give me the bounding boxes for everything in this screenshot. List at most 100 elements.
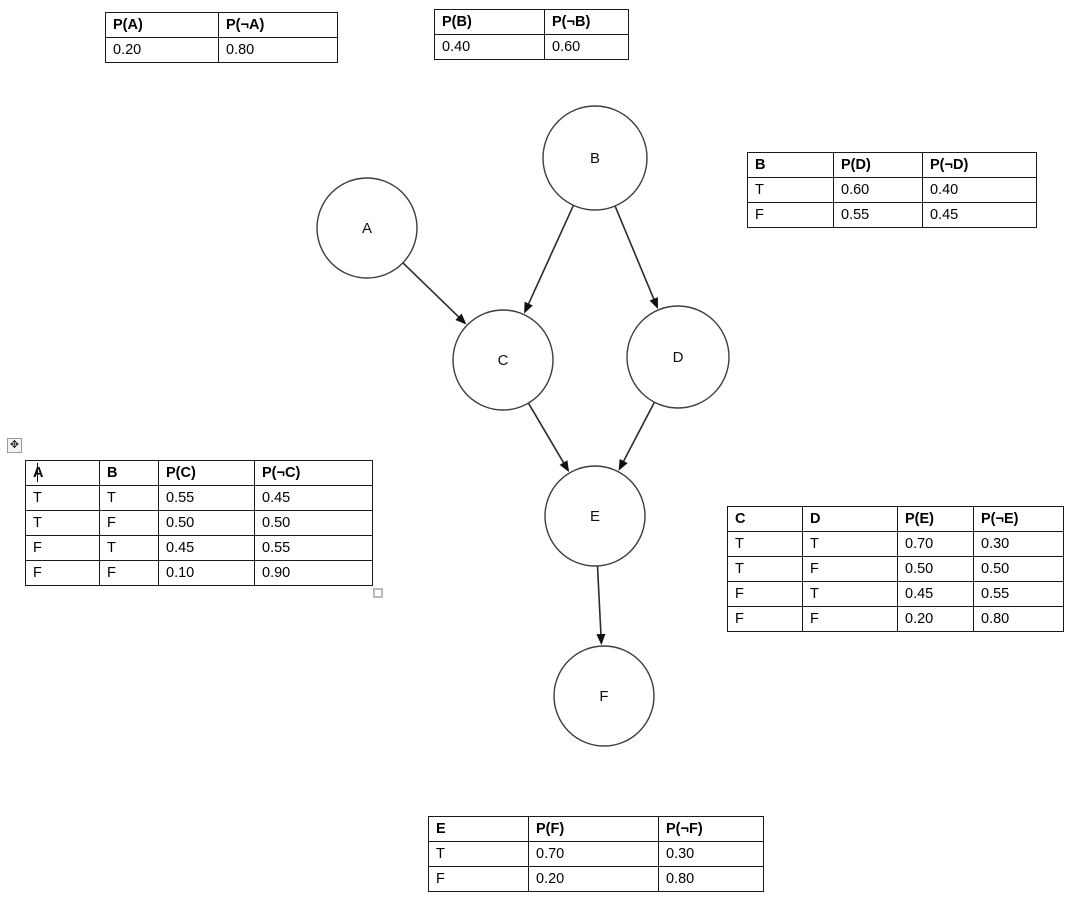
node-circle[interactable] (626, 305, 730, 409)
node-circle[interactable] (452, 309, 554, 411)
column-header: P(D) (833, 152, 923, 178)
column-header: P(¬D) (922, 152, 1037, 178)
table-cell[interactable]: 0.30 (973, 531, 1064, 557)
network-node-d[interactable]: D (626, 305, 730, 409)
table-cell[interactable]: 0.45 (254, 485, 373, 511)
node-circle[interactable] (542, 105, 648, 211)
table-cell[interactable]: T (727, 556, 803, 582)
table-move-handle-icon[interactable]: ✥ (7, 438, 22, 453)
column-header: P(A) (105, 12, 219, 38)
table-cell[interactable]: 0.50 (973, 556, 1064, 582)
table-cell[interactable]: 0.50 (158, 510, 255, 536)
table-cell[interactable]: 0.90 (254, 560, 373, 586)
table-resize-handle[interactable] (373, 588, 383, 598)
table-cell[interactable]: 0.55 (973, 581, 1064, 607)
table-cell[interactable]: F (802, 606, 898, 632)
table-cell[interactable]: 0.80 (973, 606, 1064, 632)
network-node-c[interactable]: C (452, 309, 554, 411)
node-circle[interactable] (316, 177, 418, 279)
node-label: D (673, 349, 684, 366)
table-cell[interactable]: F (25, 535, 100, 561)
table-cell[interactable]: T (25, 485, 100, 511)
table-cell[interactable]: 0.45 (158, 535, 255, 561)
table-cell[interactable]: T (727, 531, 803, 557)
arrow-head-icon (455, 313, 467, 325)
table-cell[interactable]: T (802, 581, 898, 607)
node-circle[interactable] (544, 465, 646, 567)
table-cell[interactable]: 0.60 (833, 177, 923, 203)
network-node-e[interactable]: E (544, 465, 646, 567)
table-cell[interactable]: 0.55 (254, 535, 373, 561)
table-cell[interactable]: 0.50 (897, 556, 974, 582)
table-cell[interactable]: 0.50 (254, 510, 373, 536)
table-cell[interactable]: 0.80 (658, 866, 764, 892)
table-cell[interactable]: T (747, 177, 834, 203)
table-cell[interactable]: 0.30 (658, 841, 764, 867)
network-node-f[interactable]: F (553, 645, 655, 747)
arrow-head-icon (524, 301, 533, 314)
table-cell[interactable]: 0.20 (528, 866, 659, 892)
table-cell[interactable]: 0.55 (158, 485, 255, 511)
table-cell[interactable]: F (25, 560, 100, 586)
table-cell[interactable]: T (99, 485, 159, 511)
table-cell[interactable]: F (99, 560, 159, 586)
arrow-head-icon (596, 633, 606, 646)
column-header: P(¬E) (973, 506, 1064, 532)
table-cell[interactable]: 0.80 (218, 37, 338, 63)
table-cell[interactable]: T (99, 535, 159, 561)
node-label: B (590, 150, 600, 167)
table-cell[interactable]: 0.20 (897, 606, 974, 632)
network-node-a[interactable]: A (316, 177, 418, 279)
column-header: P(B) (434, 9, 545, 35)
table-cell[interactable]: 0.40 (922, 177, 1037, 203)
node-label: E (590, 508, 600, 525)
table-cell[interactable]: 0.55 (833, 202, 923, 228)
table-cell[interactable]: T (25, 510, 100, 536)
table-cell[interactable]: 0.70 (897, 531, 974, 557)
table-cell[interactable]: F (428, 866, 529, 892)
table-cell[interactable]: 0.70 (528, 841, 659, 867)
node-circle[interactable] (553, 645, 655, 747)
table-cell[interactable]: 0.20 (105, 37, 219, 63)
network-node-b[interactable]: B (542, 105, 648, 211)
table-cell[interactable]: F (747, 202, 834, 228)
column-header: B (99, 460, 159, 486)
table-cell[interactable]: F (727, 606, 803, 632)
table-cell[interactable]: T (802, 531, 898, 557)
table-cell[interactable]: 0.45 (897, 581, 974, 607)
table-cell[interactable]: F (99, 510, 159, 536)
table-cell[interactable]: 0.45 (922, 202, 1037, 228)
table-cell[interactable]: 0.60 (544, 34, 629, 60)
table-cell[interactable]: 0.40 (434, 34, 545, 60)
table-cell[interactable]: T (428, 841, 529, 867)
column-header: C (727, 506, 803, 532)
table-cell[interactable]: F (802, 556, 898, 582)
column-header: P(E) (897, 506, 974, 532)
column-header: P(F) (528, 816, 659, 842)
column-header: P(¬B) (544, 9, 629, 35)
table-cell[interactable]: 0.10 (158, 560, 255, 586)
table-cell[interactable]: F (727, 581, 803, 607)
